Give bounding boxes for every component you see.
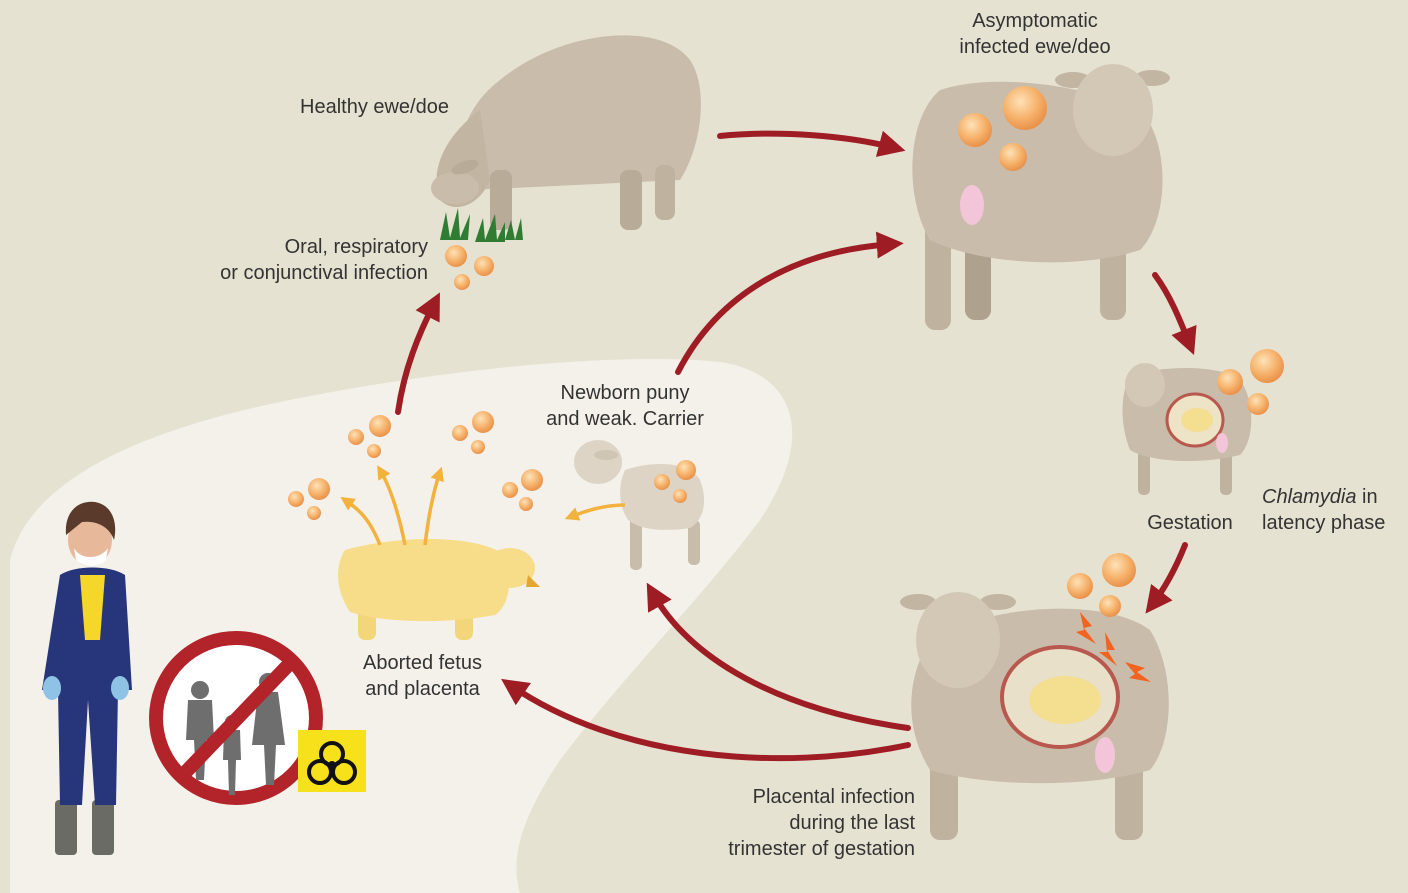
label-newborn-line2: and weak. Carrier — [530, 406, 720, 432]
bacteria-placental — [1067, 553, 1136, 617]
label-placental-line1: Placental infection — [690, 784, 915, 810]
label-newborn-line1: Newborn puny — [530, 380, 720, 406]
label-latency-phase: latency phase — [1262, 510, 1408, 536]
label-aborted-line2: and placenta — [340, 676, 505, 702]
label-chlamydia-italic: Chlamydia — [1262, 486, 1356, 508]
label-placental-line3: trimester of gestation — [690, 836, 915, 862]
label-oral-infection-line2: or conjunctival infection — [180, 260, 428, 286]
arrow-placental-to-newborn — [652, 592, 908, 728]
label-oral-infection-line1: Oral, respiratory — [180, 234, 428, 260]
label-aborted-line1: Aborted fetus — [340, 650, 505, 676]
label-gestation: Gestation — [1135, 510, 1245, 536]
label-chlamydia-in: in — [1356, 486, 1377, 508]
arrow-newborn-to-asymptomatic — [678, 244, 893, 372]
label-healthy-ewe: Healthy ewe/doe — [282, 94, 467, 120]
label-placental-line2: during the last — [690, 810, 915, 836]
label-chlamydia-line1: Chlamydia in — [1262, 484, 1402, 510]
healthy-ewe-illustration — [431, 35, 701, 242]
arrow-gestation-to-placental — [1152, 545, 1185, 605]
arrow-infection-to-asymptomatic — [720, 134, 895, 148]
biohazard-icon — [298, 730, 366, 792]
placental-infection-ewe-illustration — [900, 592, 1169, 840]
label-asymptomatic-line2: infected ewe/deo — [935, 34, 1135, 60]
prohibited-icon — [156, 638, 316, 798]
bacteria-oral — [445, 245, 494, 290]
arrow-asymptomatic-to-gestation — [1155, 275, 1190, 345]
label-asymptomatic-line1: Asymptomatic — [935, 8, 1135, 34]
